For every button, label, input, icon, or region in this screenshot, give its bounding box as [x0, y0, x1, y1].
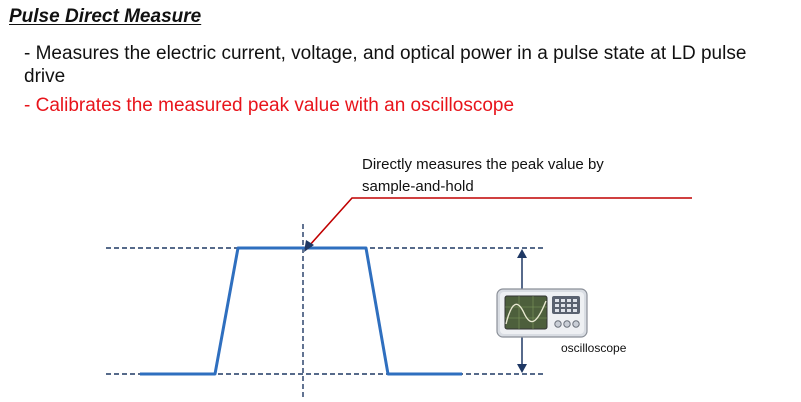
callout-leader-line — [308, 197, 692, 247]
callout-line-1: Directly measures the peak value by — [362, 156, 604, 173]
arrow-down-icon — [517, 364, 527, 373]
oscilloscope-label: oscilloscope — [561, 341, 627, 355]
page-title: Pulse Direct Measure — [9, 6, 202, 27]
bullet-measures: - Measures the electric current, voltage… — [24, 43, 747, 87]
arrow-icon — [304, 240, 314, 252]
callout-line-2: sample-and-hold — [362, 178, 474, 195]
arrow-up-icon — [517, 249, 527, 258]
bullet-calibrates: - Calibrates the measured peak value wit… — [24, 95, 515, 116]
oscilloscope-icon — [496, 288, 588, 338]
callout-text: Directly measures the peak value by samp… — [362, 154, 682, 198]
pulse-waveform — [140, 246, 462, 376]
